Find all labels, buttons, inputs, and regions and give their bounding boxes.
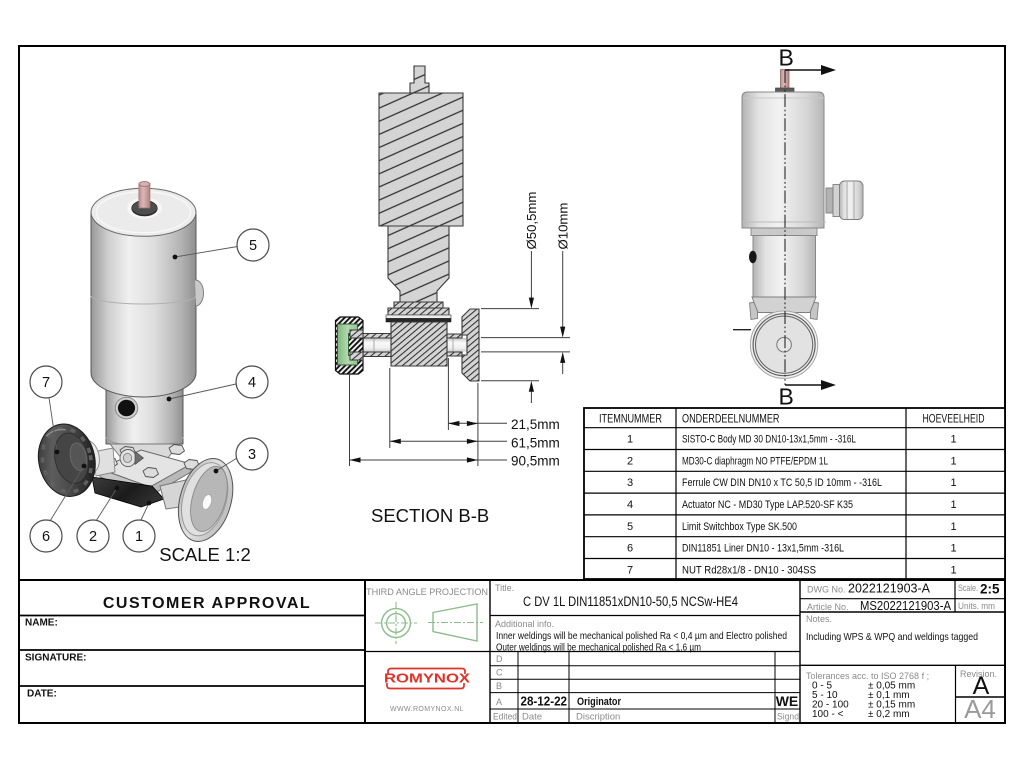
svg-text:Actuator NC - MD30 Type LAP.52: Actuator NC - MD30 Type LAP.520-SF K35 xyxy=(682,499,853,511)
svg-text:ROMYNOX: ROMYNOX xyxy=(384,672,471,686)
svg-text:Units. mm: Units. mm xyxy=(958,601,995,611)
svg-text:21,5mm: 21,5mm xyxy=(511,417,560,432)
svg-text:Scale.: Scale. xyxy=(958,583,978,593)
svg-text:1: 1 xyxy=(950,499,956,511)
svg-text:Ø10mm: Ø10mm xyxy=(556,203,571,250)
svg-text:0 - 5: 0 - 5 xyxy=(812,681,832,692)
svg-text:ONDERDEELNUMMER: ONDERDEELNUMMER xyxy=(682,414,780,426)
svg-text:4: 4 xyxy=(248,375,256,391)
svg-text:Originator: Originator xyxy=(577,696,622,708)
svg-text:ITEMNUMMER: ITEMNUMMER xyxy=(599,414,662,426)
svg-text:2:5: 2:5 xyxy=(980,582,1000,597)
svg-text:3: 3 xyxy=(248,447,256,463)
svg-text:5: 5 xyxy=(249,238,257,254)
svg-text:Article No.: Article No. xyxy=(807,602,849,612)
svg-text:B: B xyxy=(779,45,794,71)
svg-text:Discription: Discription xyxy=(576,712,620,723)
svg-text:Notes.: Notes. xyxy=(806,614,832,624)
svg-text:Signd: Signd xyxy=(777,712,799,723)
svg-text:D: D xyxy=(496,654,503,664)
svg-text:Revision.: Revision. xyxy=(960,669,997,679)
svg-text:Tolerances acc. to ISO 2768 f: Tolerances acc. to ISO 2768 f ; xyxy=(806,671,929,681)
svg-text:DATE:: DATE: xyxy=(27,689,57,700)
svg-text:1: 1 xyxy=(627,434,633,446)
svg-text:1: 1 xyxy=(950,543,956,555)
svg-text:1: 1 xyxy=(950,455,956,467)
svg-text:Outer weldings will be mechani: Outer weldings will be mechanical polish… xyxy=(496,643,701,654)
svg-text:1: 1 xyxy=(950,477,956,489)
svg-text:Limit Switchbox Type SK.500: Limit Switchbox Type SK.500 xyxy=(682,521,797,533)
svg-text:7: 7 xyxy=(627,564,633,576)
svg-text:SCALE 1:2: SCALE 1:2 xyxy=(159,544,251,565)
svg-text:5: 5 xyxy=(627,521,633,533)
svg-text:6: 6 xyxy=(627,543,633,555)
svg-text:100 - <: 100 - < xyxy=(812,709,844,720)
svg-text:7: 7 xyxy=(42,375,50,391)
svg-text:Inner weldings will be mechani: Inner weldings will be mechanical polish… xyxy=(496,631,787,642)
svg-text:Additional info.: Additional info. xyxy=(495,619,554,629)
svg-text:SECTION B-B: SECTION B-B xyxy=(371,505,489,526)
svg-text:28-12-22: 28-12-22 xyxy=(521,694,568,709)
svg-text:A: A xyxy=(496,697,502,707)
svg-text:± 0,05 mm: ± 0,05 mm xyxy=(868,681,915,692)
svg-text:Including WPS & WPQ and weldin: Including WPS & WPQ and weldings tagged xyxy=(806,631,978,643)
svg-text:2: 2 xyxy=(627,455,633,467)
svg-text:CUSTOMER APPROVAL: CUSTOMER APPROVAL xyxy=(103,595,311,612)
svg-text:Title.: Title. xyxy=(495,583,514,593)
svg-text:DWG No.: DWG No. xyxy=(807,585,846,595)
svg-text:± 0,1 mm: ± 0,1 mm xyxy=(868,690,910,701)
svg-text:B: B xyxy=(496,681,502,691)
svg-text:Ø50,5mm: Ø50,5mm xyxy=(524,192,539,250)
svg-text:Edited: Edited xyxy=(493,712,517,723)
svg-text:20 - 100: 20 - 100 xyxy=(812,700,849,711)
svg-text:1: 1 xyxy=(135,529,143,545)
svg-text:2: 2 xyxy=(89,529,97,545)
svg-text:61,5mm: 61,5mm xyxy=(511,435,560,450)
svg-text:C: C xyxy=(496,668,503,678)
svg-text:HOEVEELHEID: HOEVEELHEID xyxy=(923,414,985,426)
svg-text:SIGNATURE:: SIGNATURE: xyxy=(25,653,86,664)
svg-text:B: B xyxy=(779,384,794,410)
svg-text:A: A xyxy=(973,672,990,700)
svg-text:WE: WE xyxy=(776,693,799,709)
svg-text:1: 1 xyxy=(950,434,956,446)
svg-text:3: 3 xyxy=(627,477,633,489)
svg-text:SISTO-C Body MD 30 DN10-13x1,5: SISTO-C Body MD 30 DN10-13x1,5mm - -316L xyxy=(682,434,856,446)
svg-text:± 0,2 mm: ± 0,2 mm xyxy=(868,709,910,720)
svg-text:4: 4 xyxy=(627,499,633,511)
svg-text:6: 6 xyxy=(42,529,50,545)
svg-text:DIN11851 Liner DN10 - 13x1,5mm: DIN11851 Liner DN10 - 13x1,5mm -316L xyxy=(682,543,844,555)
svg-text:90,5mm: 90,5mm xyxy=(511,453,560,468)
svg-text:5 - 10: 5 - 10 xyxy=(812,690,838,701)
svg-text:1: 1 xyxy=(950,521,956,533)
svg-text:MD30-C diaphragm NO PTFE/EPDM: MD30-C diaphragm NO PTFE/EPDM 1L xyxy=(682,455,828,467)
svg-text:Ferrule CW DIN DN10 x TC 50,5: Ferrule CW DIN DN10 x TC 50,5 ID 10mm - … xyxy=(682,477,882,489)
svg-text:A4: A4 xyxy=(964,694,996,724)
svg-text:THIRD ANGLE PROJECTION: THIRD ANGLE PROJECTION xyxy=(366,587,488,598)
svg-text:MS2022121903-A: MS2022121903-A xyxy=(860,598,951,613)
svg-text:NUT Rd28x1/8 - DN10 - 304SS: NUT Rd28x1/8 - DN10 - 304SS xyxy=(682,564,816,576)
svg-text:C DV 1L DIN11851xDN10-50,5 NCS: C DV 1L DIN11851xDN10-50,5 NCSw-HE4 xyxy=(523,594,738,609)
svg-text:WWW.ROMYNOX.NL: WWW.ROMYNOX.NL xyxy=(390,706,464,713)
svg-text:NAME:: NAME: xyxy=(25,618,58,629)
svg-text:1: 1 xyxy=(950,564,956,576)
svg-text:Date: Date xyxy=(522,712,542,723)
svg-text:± 0,15 mm: ± 0,15 mm xyxy=(868,700,915,711)
svg-text:2022121903-A: 2022121903-A xyxy=(848,582,931,596)
